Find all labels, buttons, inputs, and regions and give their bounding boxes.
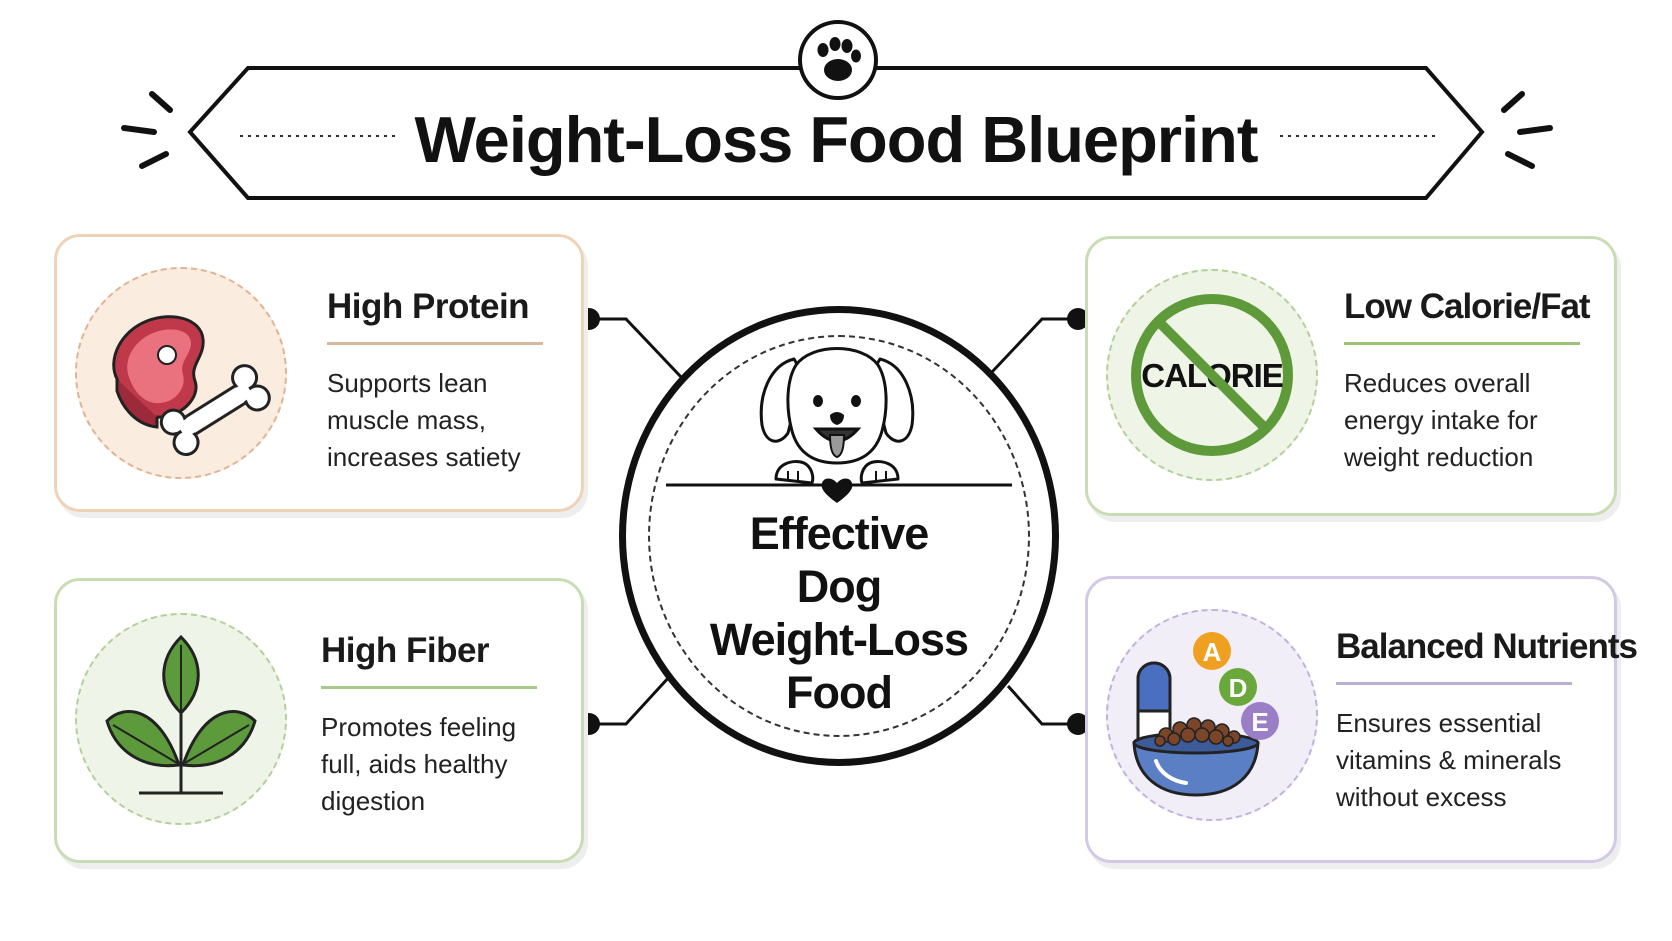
description-line: Supports lean [327,368,488,398]
center-title-line: Food [786,667,893,718]
description-line: weight reduction [1344,442,1534,472]
card-high-protein: High Protein Supports lean muscle mass, … [54,234,584,512]
burst-right-icon [1501,91,1553,169]
description-line: full, aids healthy [321,749,508,779]
description-line: increases satiety [327,442,521,472]
description-line: Reduces overall [1344,368,1531,398]
svg-text:D: D [1229,673,1248,703]
card-description: Reduces overall energy intake for weight… [1344,365,1538,476]
card-balanced-nutrients: A D E Balanced Nutrients Ensures essenti… [1085,576,1638,863]
steak-and-bone-icon [112,315,271,456]
heart-icon [821,478,853,503]
fiber-badge [75,613,287,825]
leaf-plant-icon [105,634,257,795]
card-description: Supports lean muscle mass, increases sat… [327,365,521,476]
card-high-fiber: High Fiber Promotes feeling full, aids h… [54,578,584,863]
dog-face-icon [666,347,1012,503]
heading-underline [1344,342,1580,345]
description-line: muscle mass, [327,405,486,435]
description-line: Ensures essential [1336,708,1542,738]
card-heading: High Fiber [321,631,490,670]
heading-underline [327,342,543,345]
card-heading: High Protein [327,287,530,326]
card-description: Promotes feeling full, aids healthy dige… [321,709,516,820]
description-line: digestion [321,786,426,816]
svg-text:E: E [1251,707,1268,737]
page-title: Weight-Loss Food Blueprint [414,103,1259,176]
description-line: Promotes feeling [321,712,517,742]
vitamin-a-icon [1193,632,1231,670]
burst-left-icon [121,91,173,169]
vitamin-e-icon [1241,702,1279,740]
heading-underline [321,686,537,689]
center-title-line: Effective [749,508,930,559]
card-heading: Balanced Nutrients [1336,627,1638,666]
paw-icon [817,37,861,81]
vitamin-d-icon [1219,668,1257,706]
protein-badge [75,267,287,479]
nutrients-badge: A D E [1106,609,1318,821]
connector-lines [589,317,1078,726]
card-low-calorie: CALORIE Low Calorie/Fat Reduces overall … [1085,236,1617,516]
center-hub: Effective Dog Weight-Loss Food [619,306,1059,766]
center-hub-title: Effective Dog Weight-Loss Food [626,507,1052,719]
vitamin-food-bowl-icon: A D E [1132,632,1279,797]
card-heading: Low Calorie/Fat [1344,287,1591,326]
card-description: Ensures essential vitamins & minerals wi… [1336,705,1561,816]
center-title-line: Dog [796,561,882,612]
title-banner-outline [187,66,1485,200]
description-line: vitamins & minerals [1336,745,1562,775]
center-hub-dashed-ring [648,335,1030,737]
no-calorie-icon: CALORIE [1131,294,1293,456]
heading-underline [1336,682,1572,685]
svg-text:A: A [1203,637,1222,667]
description-line: without excess [1336,782,1507,812]
calorie-badge: CALORIE [1106,269,1318,481]
center-title-line: Weight-Loss [709,614,969,665]
description-line: energy intake for [1344,405,1538,435]
